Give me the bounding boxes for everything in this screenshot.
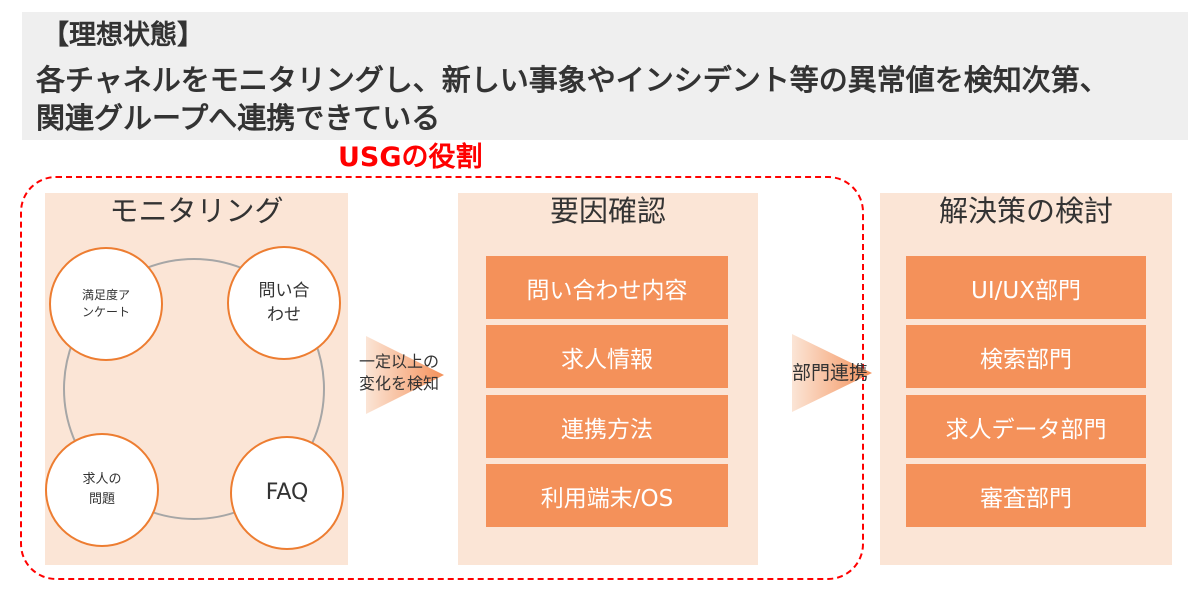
ideal-state-line-2: 関連グループへ連携できている (36, 101, 441, 135)
usg-role-label: USGの役割 (338, 142, 483, 173)
detect-change-label: 一定以上の 変化を検知 (358, 352, 439, 393)
ideal-state-line-1: 各チャネルをモニタリングし、新しい事象やインシデント等の異常値を検知次第、 (36, 63, 1109, 97)
cause-item-integration-method: 連携方法 (486, 395, 728, 458)
channel-faq: FAQ (230, 436, 344, 550)
cause-item-device-os: 利用端末/OS (486, 464, 728, 527)
monitoring-panel: モニタリング 満足度ア ンケート 問い合 わせ 求人の 問題 FAQ (45, 193, 348, 565)
solution-panel: 解決策の検討 UI/UX部門 検索部門 求人データ部門 審査部門 (880, 193, 1172, 565)
channel-label: 求人の 問題 (82, 472, 122, 507)
channel-satisfaction-survey: 満足度ア ンケート (49, 247, 163, 361)
channel-label: 満足度ア ンケート (81, 288, 130, 319)
channel-inquiries: 問い合 わせ (227, 246, 341, 360)
department-job-data: 求人データ部門 (906, 395, 1146, 458)
department-handoff-label: 部門連携 (791, 362, 868, 384)
usg-role-boundary (20, 176, 864, 580)
detect-arrow-icon (366, 336, 444, 414)
ideal-state-banner: 【理想状態】 各チャネルをモニタリングし、新しい事象やインシデント等の異常値を検… (22, 12, 1188, 140)
cause-item-job-info: 求人情報 (486, 325, 728, 388)
cause-item-inquiry-content: 問い合わせ内容 (486, 256, 728, 319)
channel-label: 問い合 わせ (258, 281, 310, 325)
cause-check-title: 要因確認 (549, 194, 666, 228)
monitoring-cycle-ring (63, 258, 325, 520)
ideal-state-title: 【理想状態】 (42, 20, 204, 51)
department-review: 審査部門 (906, 464, 1146, 527)
channel-job-issues: 求人の 問題 (45, 433, 159, 547)
handoff-arrow-icon (792, 334, 872, 412)
cause-check-panel: 要因確認 問い合わせ内容 求人情報 連携方法 利用端末/OS (458, 193, 758, 565)
department-search: 検索部門 (906, 325, 1146, 388)
channel-label: FAQ (265, 480, 309, 505)
monitoring-title: モニタリング (109, 194, 284, 228)
solution-title: 解決策の検討 (938, 194, 1113, 228)
department-ui-ux: UI/UX部門 (906, 256, 1146, 319)
